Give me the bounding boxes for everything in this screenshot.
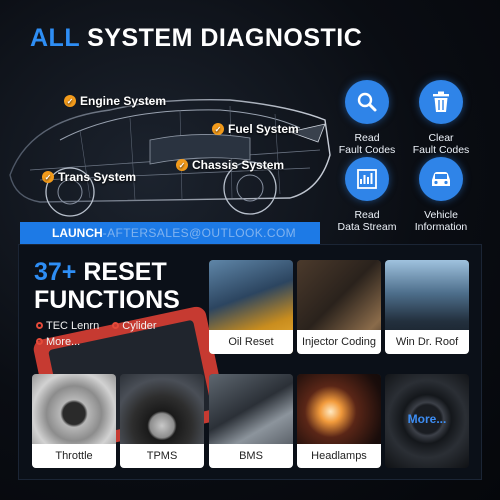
list-item: TEC Lenrn	[36, 320, 99, 332]
reset-title: 37+ RESET FUNCTIONS	[34, 258, 180, 314]
feature-read-fault-codes: Read Fault Codes	[322, 80, 412, 156]
tile-caption: BMS	[209, 444, 293, 468]
tile-win-dr-roof: Win Dr. Roof	[385, 260, 469, 354]
bullet-icon	[112, 322, 120, 329]
tile-caption: Win Dr. Roof	[385, 330, 469, 354]
brand-banner: LAUNCH-AFTERSALES@OUTLOOK.COM	[20, 222, 320, 244]
reset-title-line2: FUNCTIONS	[34, 286, 180, 314]
feature-line2: Data Stream	[337, 221, 397, 233]
fuel-system-label: ✓ Fuel System	[212, 122, 299, 136]
tile-caption: TPMS	[120, 444, 204, 468]
tile-tpms: TPMS	[120, 374, 204, 468]
page-title: ALL SYSTEM DIAGNOSTIC	[30, 24, 362, 53]
vehicle-info-icon	[419, 157, 463, 201]
tile-injector-coding: Injector Coding	[297, 260, 381, 354]
data-stream-icon	[345, 157, 389, 201]
tile-caption: Oil Reset	[209, 330, 293, 354]
list-item-text: TEC Lenrn	[46, 320, 100, 332]
tile-throttle: Throttle	[32, 374, 116, 468]
chassis-system-text: Chassis System	[192, 158, 285, 172]
tile-bms: BMS	[209, 374, 293, 468]
watermark-email: -AFTERSALES@OUTLOOK.COM	[102, 226, 297, 240]
more-link[interactable]: More...	[407, 412, 447, 426]
list-item-text: Cylider	[122, 320, 157, 332]
search-icon	[345, 80, 389, 124]
feature-line2: Fault Codes	[338, 144, 396, 156]
reset-count: 37+	[34, 258, 77, 286]
check-icon: ✓	[212, 123, 224, 135]
bullet-icon	[36, 322, 43, 329]
feature-line1: Read	[354, 209, 380, 221]
check-icon: ✓	[176, 159, 188, 171]
car-wireframe	[0, 80, 340, 220]
brand-name: LAUNCH	[52, 226, 103, 240]
check-icon: ✓	[64, 95, 76, 107]
tile-more[interactable]: More...	[385, 374, 469, 468]
bullet-icon	[36, 338, 43, 345]
feature-clear-fault-codes: Clear Fault Codes	[396, 80, 486, 156]
list-item: Cylider	[112, 320, 157, 332]
tile-headlamps: Headlamps	[297, 374, 381, 468]
engine-system-text: Engine System	[80, 94, 167, 108]
tile-caption: Throttle	[32, 444, 116, 468]
feature-line1: Read	[354, 132, 380, 144]
car-wireframe-image	[9, 99, 331, 217]
chassis-system-label: ✓ Chassis System	[176, 158, 284, 172]
feature-line1: Clear	[428, 132, 454, 144]
trans-system-label: ✓ Trans System	[42, 170, 136, 184]
tile-oil-reset: Oil Reset	[209, 260, 293, 354]
trans-system-text: Trans System	[58, 170, 137, 184]
tile-caption: Injector Coding	[297, 330, 381, 354]
reset-item-list: TEC Lenrn Cylider More...	[36, 318, 167, 350]
feature-read-data-stream: Read Data Stream	[322, 157, 412, 233]
trash-icon	[419, 80, 463, 124]
list-item-text: More...	[46, 336, 81, 348]
fuel-system-text: Fuel System	[228, 122, 299, 136]
feature-line2: Fault Codes	[412, 144, 470, 156]
list-item: More...	[36, 336, 80, 348]
title-accent: ALL	[30, 24, 80, 52]
reset-title-rest: RESET	[83, 258, 167, 286]
feature-vehicle-information: Vehicle Information	[396, 157, 486, 233]
engine-system-label: ✓ Engine System	[64, 94, 166, 108]
title-rest: SYSTEM DIAGNOSTIC	[87, 24, 363, 52]
check-icon: ✓	[42, 171, 54, 183]
feature-line2: Information	[414, 221, 468, 233]
feature-line1: Vehicle	[424, 209, 458, 221]
tile-caption: Headlamps	[297, 444, 381, 468]
